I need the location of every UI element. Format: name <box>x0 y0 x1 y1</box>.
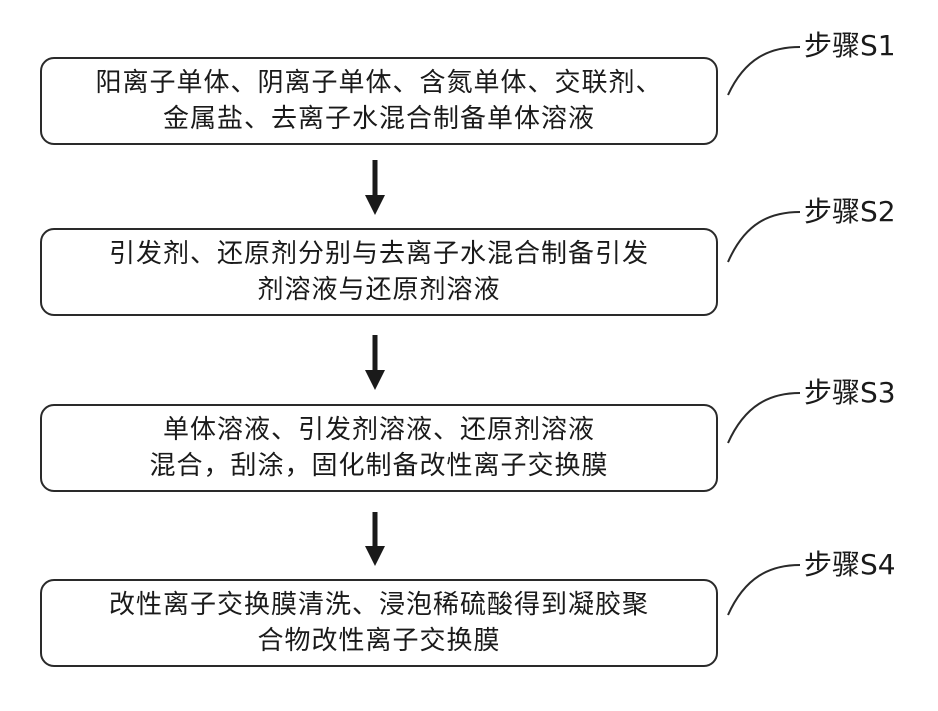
step-label-s1: 步骤S1 <box>804 30 896 62</box>
step-box-s2: 引发剂、还原剂分别与去离子水混合制备引发 剂溶液与还原剂溶液 <box>40 228 718 316</box>
leader-line-s4 <box>728 565 800 615</box>
step-text-line: 改性离子交换膜清洗、浸泡稀硫酸得到凝胶聚 <box>109 587 649 623</box>
arrow-s3-s4 <box>365 512 385 566</box>
step-text-line: 引发剂、还原剂分别与去离子水混合制备引发 <box>109 236 649 272</box>
step-text-line: 阳离子单体、阴离子单体、含氮单体、交联剂、 <box>95 65 662 101</box>
arrow-s2-s3 <box>365 335 385 390</box>
leader-line-s1 <box>728 47 800 95</box>
leader-line-s3 <box>728 393 800 443</box>
step-text-line: 金属盐、去离子水混合制备单体溶液 <box>163 101 595 137</box>
leader-line-s2 <box>728 212 800 262</box>
step-text-line: 混合，刮涂，固化制备改性离子交换膜 <box>149 448 608 484</box>
step-label-s2: 步骤S2 <box>804 196 896 228</box>
arrow-s1-s2 <box>365 160 385 215</box>
step-box-s3: 单体溶液、引发剂溶液、还原剂溶液 混合，刮涂，固化制备改性离子交换膜 <box>40 404 718 492</box>
step-box-s4: 改性离子交换膜清洗、浸泡稀硫酸得到凝胶聚 合物改性离子交换膜 <box>40 579 718 667</box>
step-text-line: 单体溶液、引发剂溶液、还原剂溶液 <box>163 412 595 448</box>
step-box-s1: 阳离子单体、阴离子单体、含氮单体、交联剂、 金属盐、去离子水混合制备单体溶液 <box>40 57 718 145</box>
step-text-line: 合物改性离子交换膜 <box>257 623 500 659</box>
step-label-s4: 步骤S4 <box>804 549 896 581</box>
step-label-s3: 步骤S3 <box>804 377 896 409</box>
step-text-line: 剂溶液与还原剂溶液 <box>257 272 500 308</box>
